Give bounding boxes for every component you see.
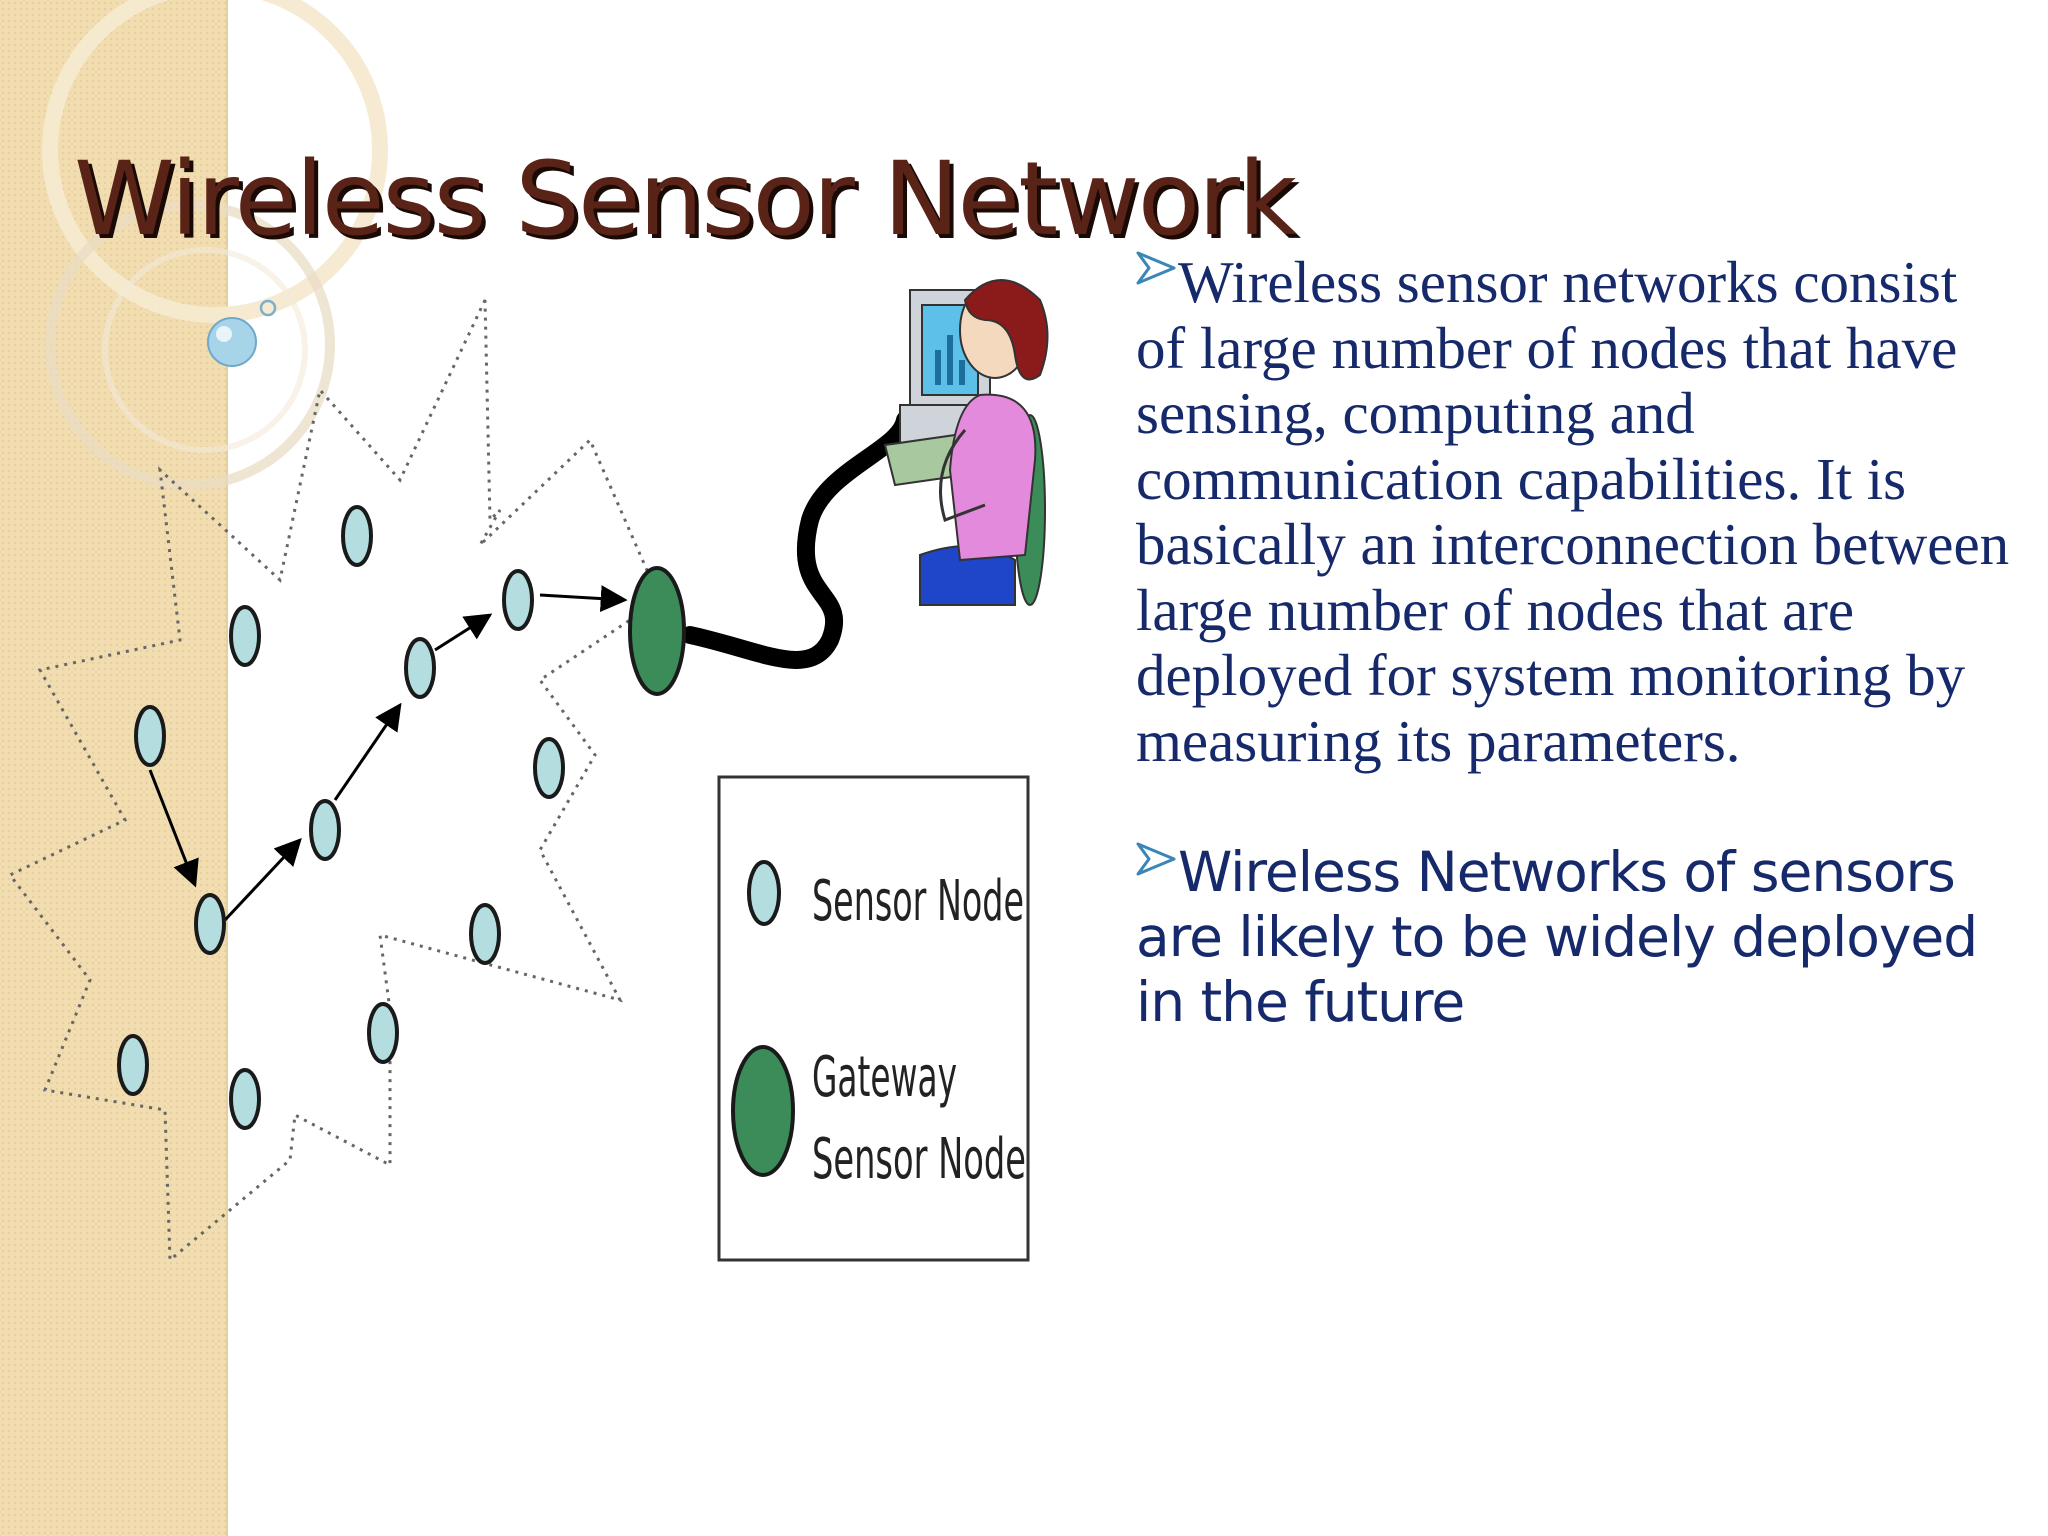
- gateway-node-icon: [628, 566, 686, 696]
- gateway-node-icon: [731, 1045, 795, 1177]
- bullet-list: Wireless sensor networks consist of larg…: [1136, 249, 2016, 1035]
- sensor-field-boundary: [7, 299, 662, 1264]
- side-band: [0, 0, 228, 1536]
- sensor-node-icon: [747, 860, 781, 926]
- sensor-node-icon: [502, 569, 534, 631]
- sensor-node-icon: [309, 799, 341, 861]
- user-at-computer-icon: [883, 279, 1049, 606]
- decorative-circles: [42, 0, 388, 490]
- legend-gateway-sensor-node-label: Sensor Node: [812, 1127, 1026, 1192]
- bullet-text: Wireless sensor networks consist of larg…: [1136, 249, 2010, 774]
- sensor-node-icon: [367, 1002, 399, 1064]
- hop-arrows: [148, 585, 628, 922]
- legend-sensor-node-label: Sensor Node: [812, 869, 1024, 934]
- small-bubble-icon: [259, 299, 277, 317]
- bullet-item: Wireless Networks of sensors are likely …: [1136, 840, 2016, 1035]
- sensor-node-icon: [229, 605, 261, 667]
- sensor-node-icon: [533, 737, 565, 799]
- sensor-node-icon: [469, 903, 501, 965]
- side-band-edge: [226, 0, 228, 1536]
- sensor-node-icon: [229, 1068, 261, 1130]
- legend-box: [717, 775, 1030, 1262]
- bullet-item: Wireless sensor networks consist of larg…: [1136, 249, 2016, 774]
- slide-title: Wireless Sensor Network: [74, 140, 1297, 259]
- sensor-node-icon: [341, 505, 373, 567]
- sensor-node-icon: [404, 637, 436, 699]
- wsn-diagram: Sensor Node Gateway Sensor Node: [7, 279, 1049, 1264]
- sensor-node-icon: [134, 705, 166, 767]
- arrow-bullet-icon: [1136, 842, 1176, 876]
- gateway-cable: [681, 411, 914, 669]
- sensor-nodes: [117, 505, 565, 1130]
- sensor-node-icon: [117, 1034, 149, 1096]
- arrow-bullet-icon: [1136, 251, 1176, 285]
- legend: Sensor Node Gateway Sensor Node: [717, 775, 1030, 1262]
- bullet-text: Wireless Networks of sensors are likely …: [1136, 840, 1978, 1034]
- sensor-node-icon: [194, 893, 226, 955]
- legend-gateway-label: Gateway: [812, 1045, 957, 1110]
